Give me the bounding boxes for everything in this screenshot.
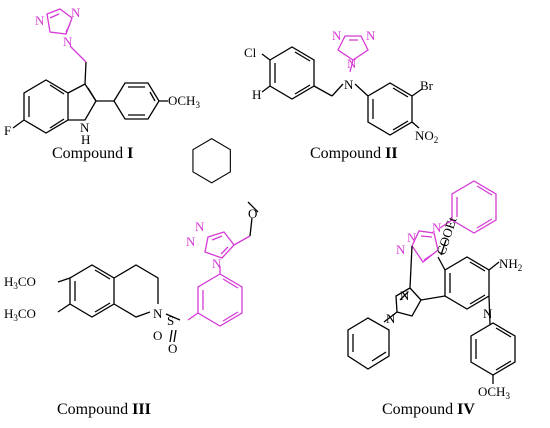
- compound-iv-pyrazole-n2: N: [386, 311, 396, 326]
- compound-iv-structure: [347, 239, 516, 384]
- compound-iii-sulfonyl-o2: O: [168, 341, 177, 356]
- compound-iii-structure: [57, 264, 181, 343]
- compound-ii-structure: [261, 46, 423, 136]
- compound-iii-caption: Compound III: [57, 401, 151, 418]
- compound-iv-phenyl-top: [439, 180, 497, 234]
- compound-iv-triazole: [409, 230, 439, 289]
- compound-iv-triazole-n2: N: [396, 242, 406, 257]
- compound-i-triazole-n1: N: [35, 13, 45, 28]
- compound-iii-triazole: [204, 231, 251, 259]
- compound-i-caption: Compound I: [52, 145, 133, 162]
- compound-iv-triazole-n1: N: [407, 230, 417, 245]
- compound-iii-ether-o: O: [248, 206, 257, 221]
- compound-iii-triazole-n1: N: [186, 234, 196, 249]
- compound-iv-methoxy: OCH3: [478, 384, 510, 401]
- compound-iii-triazole-n3: N: [212, 256, 222, 271]
- compound-i-triazole: [46, 8, 73, 35]
- compound-iii-methoxy-top: H3CO: [4, 274, 36, 291]
- compound-iv-caption: Compound IV: [382, 401, 475, 418]
- compound-i-structure: [12, 45, 168, 134]
- compound-iii-phenoxy: [192, 138, 259, 237]
- compound-iv-pyrazole-n1: N: [400, 288, 410, 303]
- compound-iv-amine: NH2: [499, 256, 522, 273]
- compound-i-triazole-n2: N: [71, 5, 81, 20]
- compound-ii-caption: Compound II: [310, 145, 398, 162]
- compound-i-fluorine: F: [4, 123, 11, 138]
- compound-ii-triazole-n3: N: [347, 56, 357, 71]
- compound-iii-sulfonyl-o1: O: [153, 328, 162, 343]
- compound-ii-amine-n: N: [344, 77, 354, 92]
- compound-iii-phenyl-linker: [187, 266, 243, 327]
- compound-iii-triazole-n2: N: [195, 219, 205, 234]
- compound-i-triazole-n3: N: [63, 34, 73, 49]
- compound-ii-hydrogen: H: [252, 87, 261, 102]
- compound-ii-chlorine: Cl: [244, 45, 257, 60]
- compound-i-indole-n: N: [80, 120, 90, 135]
- compound-ii-nitro: NO2: [415, 128, 438, 145]
- compound-iv-triazole-n3: N: [432, 220, 442, 235]
- compound-ii-triazole-n2: N: [366, 28, 376, 43]
- compound-iii-methoxy-bottom: H3CO: [4, 306, 36, 323]
- compound-i-indole-h: H: [81, 132, 90, 147]
- compound-ii-triazole-n1: N: [332, 28, 342, 43]
- compound-iii-ring-n: N: [153, 306, 163, 321]
- compound-i-methoxy: OCH3: [168, 93, 200, 110]
- compound-iii-sulfur: S: [167, 313, 174, 328]
- compound-iv-pyridine-n: N: [483, 306, 493, 321]
- compound-ii-triazole: [337, 35, 369, 73]
- compound-ii-bromine: Br: [420, 78, 434, 93]
